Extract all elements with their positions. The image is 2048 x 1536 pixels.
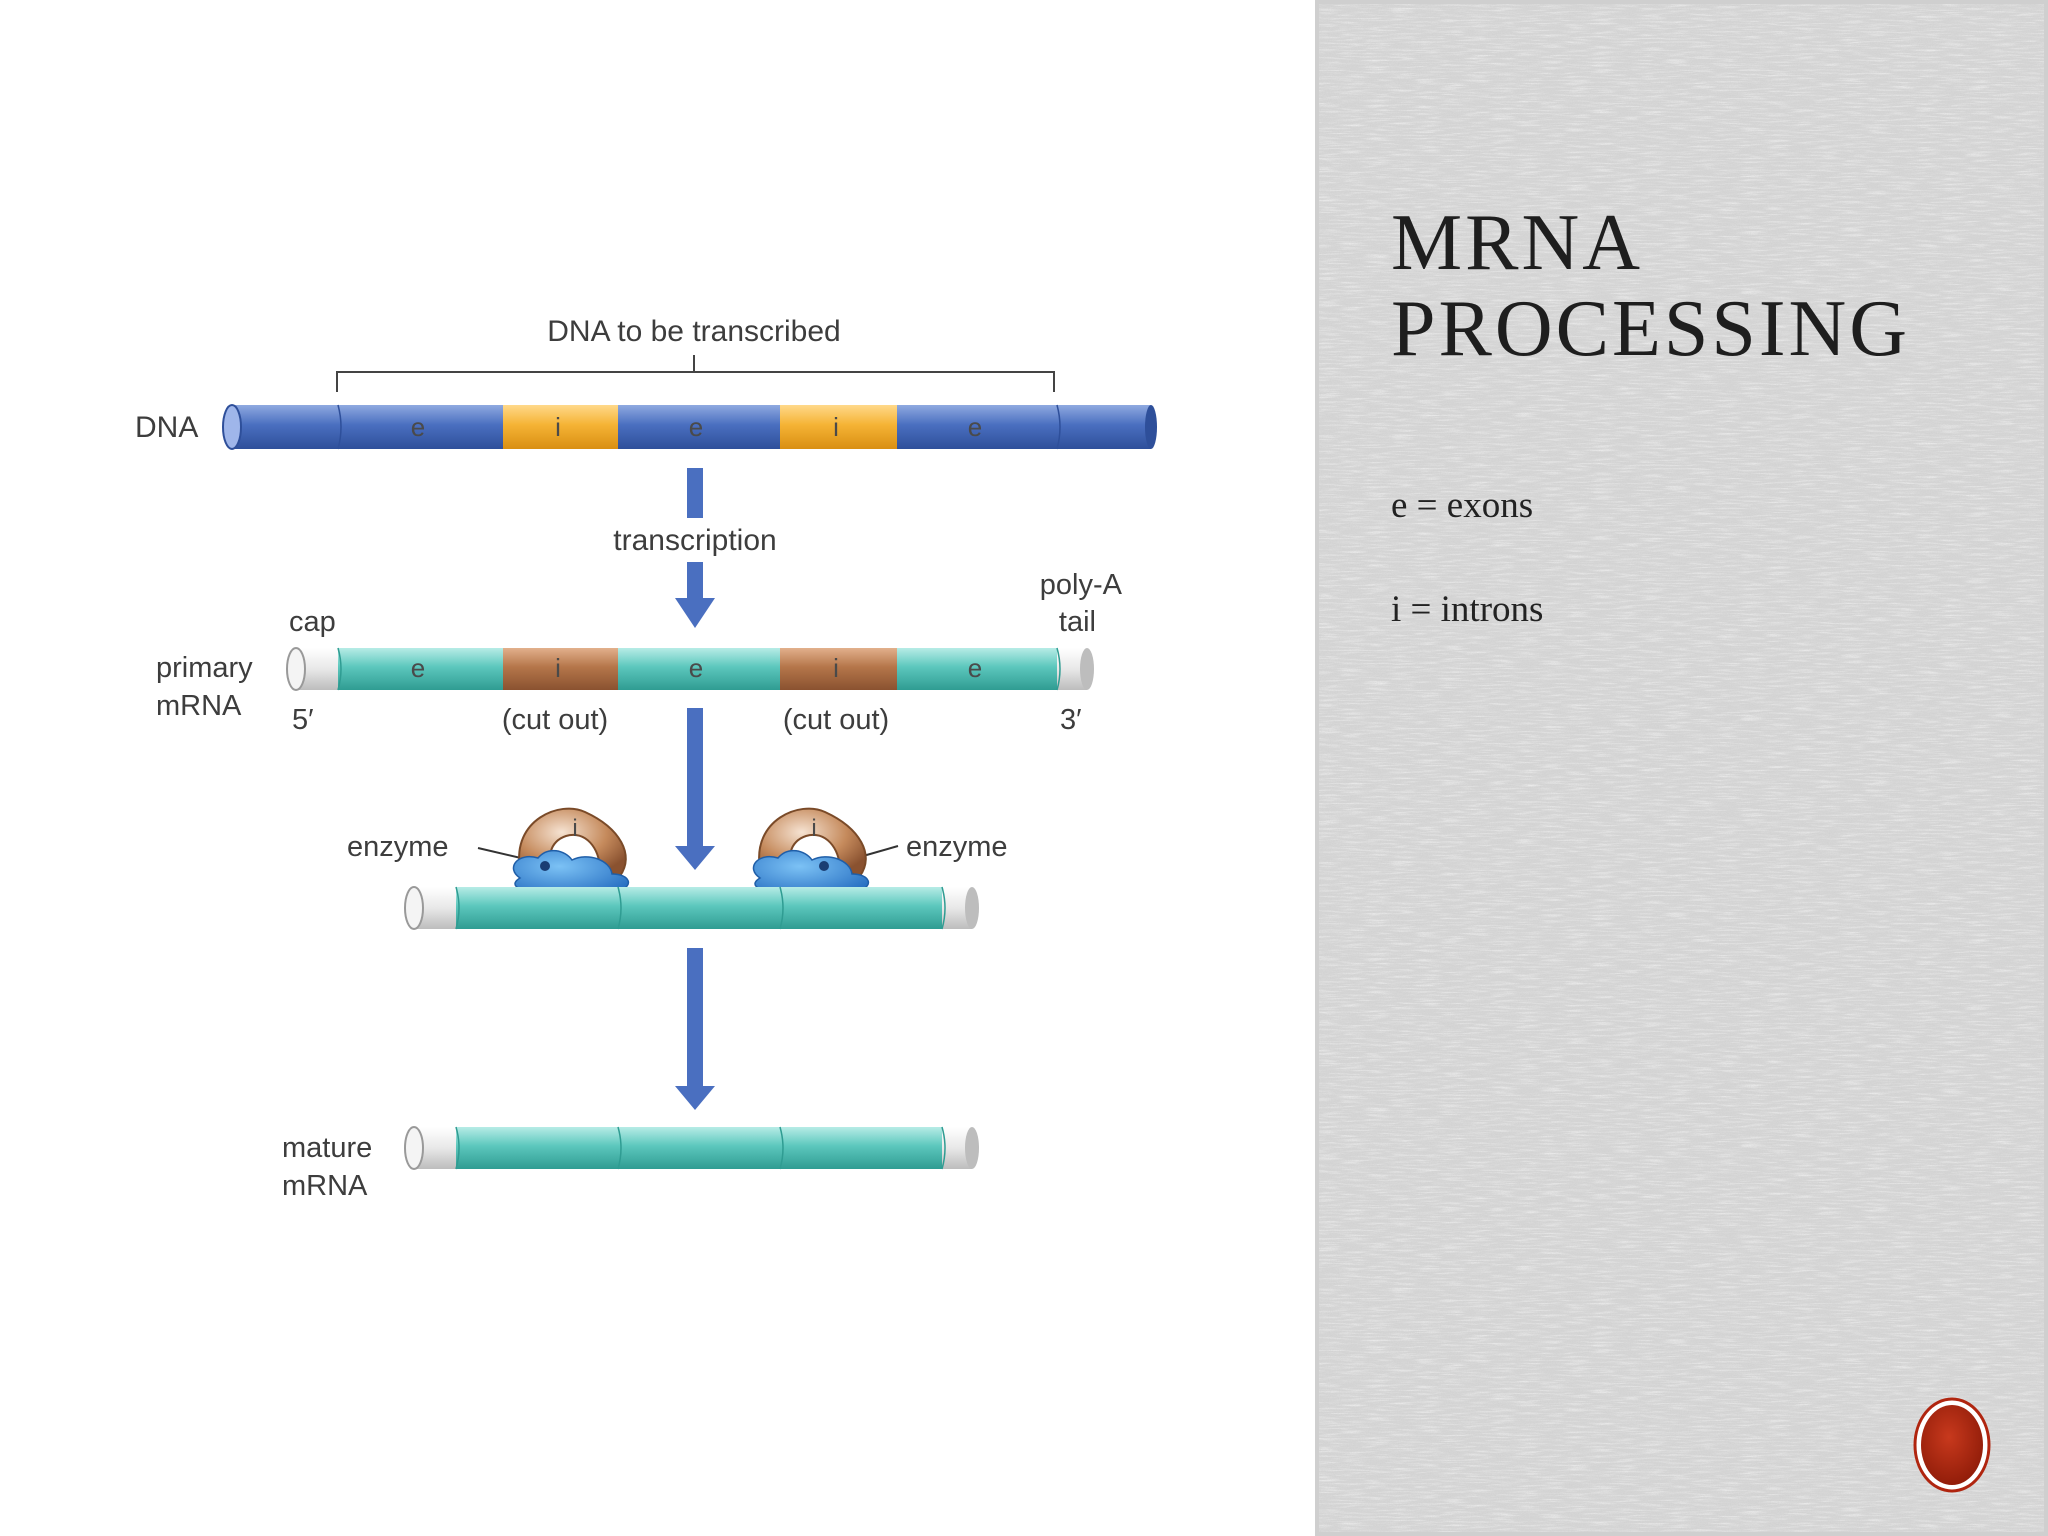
primary-exon-1-letter: e [411,653,425,683]
primary-exon-3 [897,648,1057,690]
mature-exon-2 [618,1127,780,1169]
transcription-label: transcription [613,524,776,557]
mrna-processing-diagram: DNA to be transcribed DNA e i e [135,315,1157,1202]
splicing-cap-end [404,886,424,930]
mature-mrna-label-line1: mature [282,1132,372,1164]
dna-intron-1-letter: i [555,412,561,442]
enzyme-right-intron-letter: i [811,815,816,842]
dna-exon-3 [897,405,1057,449]
five-prime-label: 5′ [292,704,314,736]
splicing-arrow [675,708,715,870]
slide-title-line-2: PROCESSING [1391,285,1911,373]
polya-label-line1: poly-A [1040,569,1123,601]
dna-flank-right [1057,405,1151,449]
enzyme-label-right: enzyme [906,831,1008,863]
dna-intron-1 [503,405,618,449]
primary-intron-2 [780,648,897,690]
dna-exon-3-letter: e [968,412,982,442]
primary-tail-end [1080,648,1094,690]
enzyme-label-left: enzyme [347,831,449,863]
slide-nav-button[interactable] [1912,1396,1992,1494]
diagram-area: DNA to be transcribed DNA e i e [135,315,1157,1202]
three-prime-label: 3′ [1060,704,1082,736]
primary-intron-1-letter: i [555,653,561,683]
primary-intron-2-letter: i [833,653,839,683]
slide-title-line-1: MRNA [1391,199,1644,287]
dna-exon-2-letter: e [689,412,703,442]
enzyme-left [512,807,630,897]
cut-out-label-2: (cut out) [783,704,889,736]
mature-exon-3 [780,1127,942,1169]
dna-exon-2 [618,405,780,449]
dna-intron-2 [780,405,897,449]
mature-mrna-label-line2: mRNA [282,1170,368,1202]
splicing-exon-1 [456,887,618,929]
dna-exon-1 [338,405,503,449]
dna-strand [222,404,1157,450]
cut-out-label-1: (cut out) [502,704,608,736]
grunge-texture [1315,0,2048,1536]
splicing-tail-end [965,887,979,929]
bracket-label: DNA to be transcribed [547,315,840,348]
mature-cap-end [404,1126,424,1170]
primary-mrna-label-line2: mRNA [156,690,242,722]
dna-end-right [1145,405,1157,449]
splicing-strand [404,886,979,930]
primary-exon-2-letter: e [689,653,703,683]
primary-mrna-label-line1: primary [156,652,253,684]
primary-exon-1 [338,648,503,690]
transcription-arrow [675,468,715,628]
mature-tail-end [965,1127,979,1169]
mature-mrna-strand [404,1126,979,1170]
dna-flank-left [232,405,340,449]
enzyme-left-intron-letter: i [572,815,577,842]
primary-exon-3-letter: e [968,653,982,683]
splicing-exon-3 [780,887,942,929]
side-panel: MRNA PROCESSING e = exons i = introns [1315,0,2048,1536]
splicing-exon-2 [618,887,780,929]
maturation-arrow [675,948,715,1110]
dna-label: DNA [135,411,198,444]
enzyme-right [752,807,870,897]
slide-title: MRNA PROCESSING [1391,200,2011,372]
dna-intron-2-letter: i [833,412,839,442]
dna-exon-1-letter: e [411,412,425,442]
red-circle-icon [1913,1397,1991,1493]
cap-label: cap [289,606,336,638]
dna-end-left [222,404,242,450]
primary-cap-end [286,647,306,691]
primary-exon-2 [618,648,780,690]
primary-mrna-strand [286,647,1094,691]
legend-introns: i = introns [1391,589,1544,630]
mature-exon-1 [456,1127,618,1169]
polya-label-line2: tail [1059,606,1096,638]
legend-exons: e = exons [1391,485,1534,526]
primary-intron-1 [503,648,618,690]
transcribed-region-bracket [336,355,1055,392]
